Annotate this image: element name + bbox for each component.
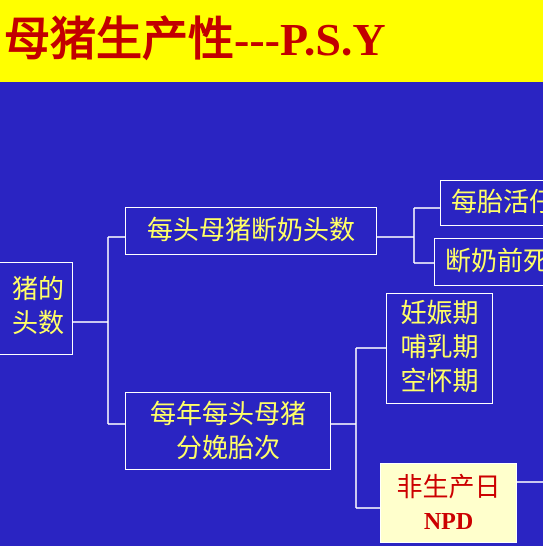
preweaning-box: 断奶前死 [434, 238, 543, 286]
root-box: 猪的 头数 [0, 262, 73, 355]
title-latin: ---P.S.Y [234, 14, 386, 65]
root-line1: 猪的 [11, 275, 64, 305]
phases-box: 妊娠期 哺乳期 空怀期 [386, 293, 493, 404]
weaned-per-sow-label: 每头母猪断奶头数 [146, 216, 355, 246]
npd-line1: 非生产日 [396, 473, 501, 503]
preweaning-label: 断奶前死 [445, 247, 543, 277]
page-title: 母猪生产性---P.S.Y [4, 8, 386, 71]
phase-lactation: 哺乳期 [400, 333, 479, 363]
npd-line2: NPD [423, 509, 474, 535]
title-chinese: 母猪生产性 [4, 12, 234, 66]
root-line2: 头数 [11, 309, 64, 339]
phase-empty: 空怀期 [400, 367, 479, 397]
live-born-box: 每胎活仔 [440, 180, 543, 226]
npd-box: 非生产日 NPD [380, 463, 517, 543]
litters-line1: 每年每头母猪 [149, 400, 306, 430]
litters-line2: 分娩胎次 [175, 434, 280, 464]
litters-per-year-box: 每年每头母猪 分娩胎次 [125, 392, 331, 470]
phase-gestation: 妊娠期 [400, 299, 479, 329]
title-banner: 母猪生产性---P.S.Y [0, 0, 543, 82]
live-born-label: 每胎活仔 [451, 188, 543, 218]
weaned-per-sow-box: 每头母猪断奶头数 [125, 207, 377, 255]
